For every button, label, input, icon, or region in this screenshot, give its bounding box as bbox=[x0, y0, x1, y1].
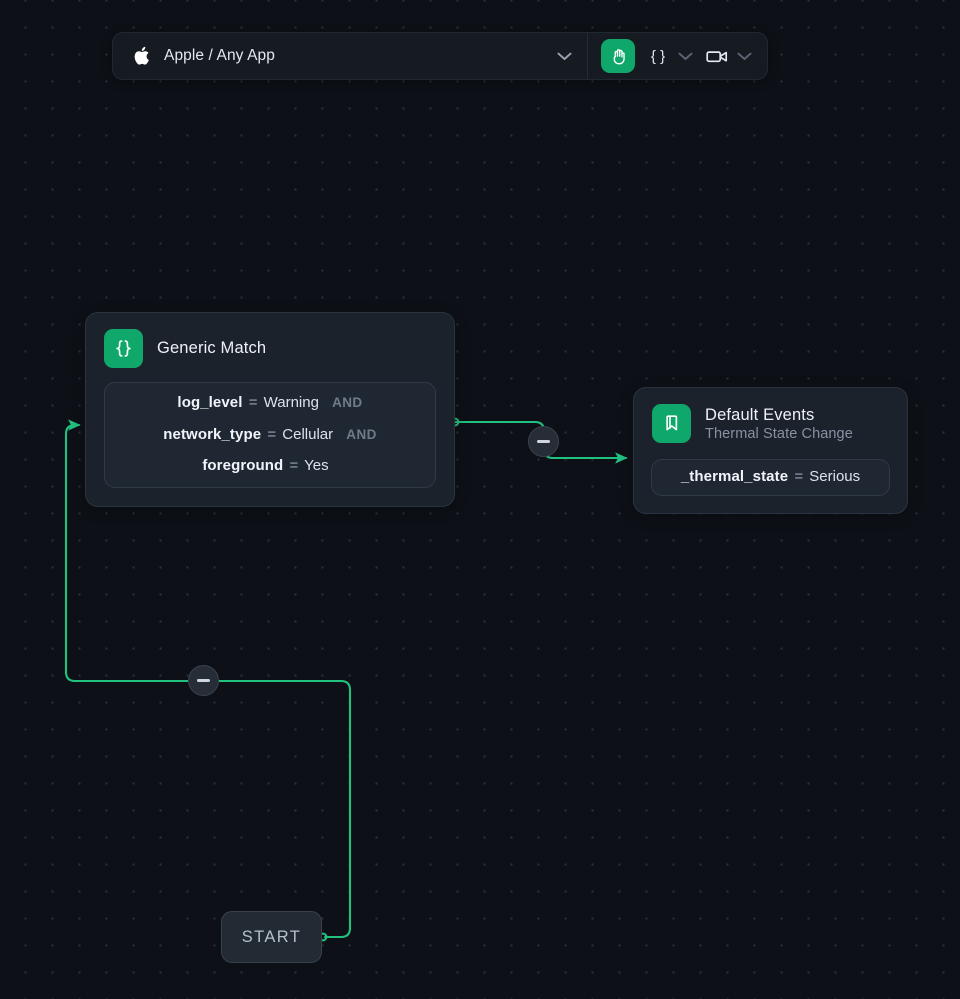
conditions-panel: _thermal_state = Serious bbox=[651, 459, 890, 496]
minus-icon bbox=[537, 440, 550, 443]
apple-logo-icon bbox=[134, 46, 149, 65]
condition-op: = bbox=[289, 457, 299, 474]
node-title-group: Generic Match bbox=[157, 339, 266, 358]
toolbar-tools: { } bbox=[588, 33, 767, 79]
chevron-down-icon bbox=[557, 52, 572, 60]
app-scope-select[interactable]: Apple / Any App bbox=[113, 33, 587, 79]
condition-row: _thermal_state = Serious bbox=[680, 468, 861, 486]
condition-value: Yes bbox=[304, 457, 329, 474]
canvas-toolbar: Apple / Any App { } bbox=[112, 32, 768, 80]
edge-remove-button-generic-to-default[interactable] bbox=[528, 426, 559, 457]
braces-icon[interactable]: { } bbox=[650, 47, 666, 65]
condition-key: log_level bbox=[177, 394, 243, 411]
toolbar-divider bbox=[587, 33, 588, 79]
condition-op: = bbox=[267, 425, 277, 443]
video-camera-icon[interactable] bbox=[700, 41, 734, 71]
node-subtitle: Thermal State Change bbox=[705, 425, 853, 442]
bookmark-icon bbox=[652, 404, 691, 443]
video-tool-group[interactable] bbox=[700, 41, 753, 71]
condition-row: foreground = Yes bbox=[202, 457, 337, 475]
condition-row: network_type = Cellular AND bbox=[163, 425, 377, 444]
chevron-down-icon[interactable] bbox=[736, 51, 753, 61]
node-title: Generic Match bbox=[157, 339, 267, 357]
condition-key: network_type bbox=[163, 425, 262, 443]
braces-icon bbox=[104, 329, 143, 368]
minus-icon bbox=[197, 679, 210, 682]
condition-join: AND bbox=[346, 426, 377, 442]
node-title: Default Events bbox=[705, 405, 815, 424]
condition-key: foreground bbox=[202, 457, 284, 474]
node-default-events[interactable]: Default Events Thermal State Change _the… bbox=[633, 387, 908, 514]
node-start[interactable]: START bbox=[221, 911, 322, 963]
condition-op: = bbox=[248, 394, 258, 411]
node-title-group: Default Events Thermal State Change bbox=[705, 406, 853, 442]
condition-value: Cellular bbox=[282, 425, 334, 443]
conditions-panel: log_level = Warning AND network_type = C… bbox=[104, 382, 436, 488]
hand-pan-tool-button[interactable] bbox=[601, 39, 635, 73]
condition-row: log_level = Warning AND bbox=[177, 394, 363, 412]
condition-op: = bbox=[794, 468, 804, 485]
condition-value: Warning bbox=[263, 394, 319, 411]
chevron-down-icon[interactable] bbox=[677, 51, 694, 61]
hand-pan-icon bbox=[613, 48, 625, 65]
node-generic-match[interactable]: Generic Match log_level = Warning AND ne… bbox=[85, 312, 455, 507]
start-label: START bbox=[241, 927, 302, 946]
edge-remove-button-start-to-generic[interactable] bbox=[188, 665, 219, 696]
condition-join: AND bbox=[332, 395, 363, 410]
braces-tool-group[interactable]: { } bbox=[641, 41, 694, 71]
node-header: Default Events Thermal State Change bbox=[634, 388, 907, 443]
app-scope-label: Apple / Any App bbox=[164, 47, 275, 64]
condition-key: _thermal_state bbox=[680, 468, 789, 485]
condition-value: Serious bbox=[809, 468, 861, 485]
node-header: Generic Match bbox=[86, 313, 454, 368]
